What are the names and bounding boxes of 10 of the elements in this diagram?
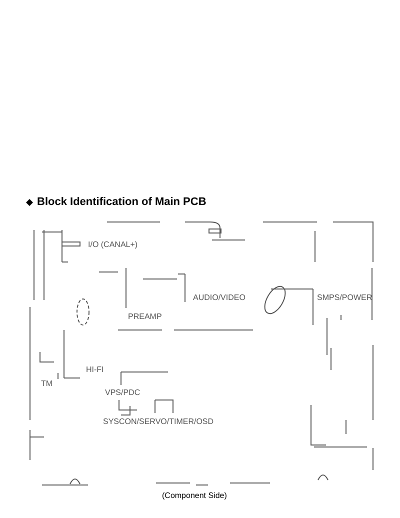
block-label: PREAMP bbox=[128, 313, 162, 321]
caption: (Component Side) bbox=[162, 490, 227, 502]
block-label: VPS/PDC bbox=[105, 389, 140, 397]
block-label: HI-FI bbox=[86, 366, 104, 374]
block-label: AUDIO/VIDEO bbox=[193, 294, 246, 302]
block-label: I/O (CANAL+) bbox=[88, 241, 138, 249]
title: Block Identification of Main PCB bbox=[37, 195, 206, 210]
block-label: SYSCON/SERVO/TIMER/OSD bbox=[103, 418, 214, 426]
block-label: TM bbox=[41, 380, 53, 388]
block-label: SMPS/POWER bbox=[317, 294, 372, 302]
